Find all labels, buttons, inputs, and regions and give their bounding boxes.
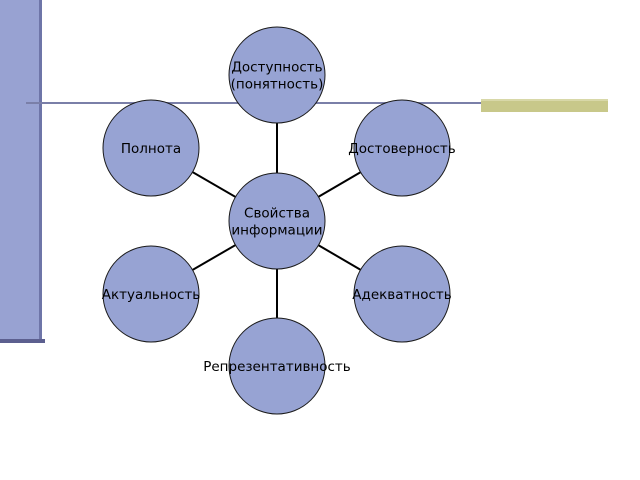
node-upper-left: Полнота [102, 99, 200, 197]
node-bottom-circle [228, 317, 326, 415]
node-top: Доступность(понятность) [228, 26, 326, 124]
node-upper-left-label: Полнота [121, 141, 181, 157]
node-top-label: Доступность [231, 60, 322, 76]
node-upper-right: Достоверность [348, 99, 456, 197]
node-bottom: Репрезентативность [203, 317, 351, 415]
node-upper-right-label: Достоверность [348, 141, 456, 157]
node-center-label: информации [231, 223, 322, 239]
node-lower-left-label: Актуальность [102, 287, 200, 303]
node-lower-right: Адекватность [352, 245, 452, 343]
node-upper-right-circle [353, 99, 451, 197]
slide-header-line [26, 102, 608, 104]
slide-accent-block [481, 99, 608, 112]
node-lower-right-label: Адекватность [352, 287, 451, 303]
node-lower-left-circle [102, 245, 200, 343]
node-center-circle [228, 172, 326, 270]
slide-sidebar-bar [0, 0, 42, 340]
node-bottom-label: Репрезентативность [203, 359, 351, 375]
node-top-circle [228, 26, 326, 124]
slide-sidebar-base [0, 339, 45, 343]
node-center-label: Свойства [244, 206, 310, 222]
node-upper-left-circle [102, 99, 200, 197]
node-lower-right-circle [353, 245, 451, 343]
node-lower-left: Актуальность [102, 245, 200, 343]
node-top-label: (понятность) [231, 77, 324, 93]
nodes: Доступность(понятность) Полнота Достоверно… [102, 26, 456, 415]
